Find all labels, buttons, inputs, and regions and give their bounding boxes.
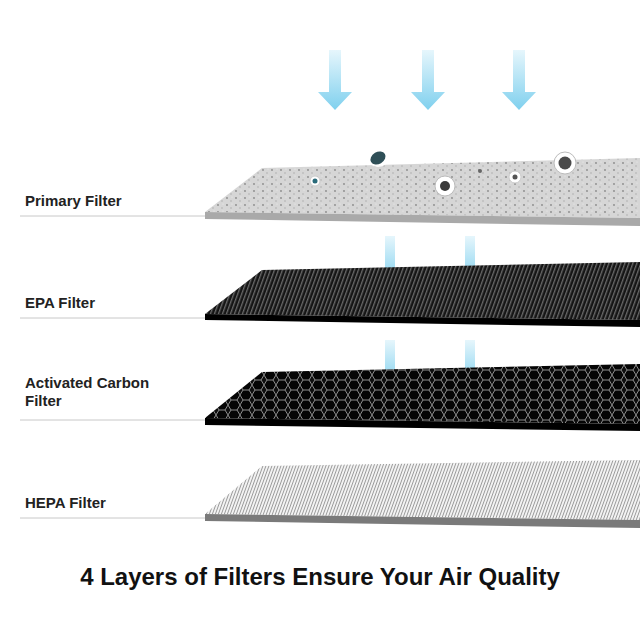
airflow-arrow (318, 50, 536, 110)
layer-label: EPA Filter (25, 294, 175, 312)
layer-label: HEPA Filter (25, 494, 175, 512)
layer-label: Activated Carbon Filter (25, 374, 175, 410)
layer-label: Primary Filter (25, 192, 175, 210)
label-underline (20, 216, 240, 518)
primary-filter-sheet (205, 149, 640, 226)
epa-filter-sheet (205, 262, 640, 327)
hepa-filter-sheet (205, 460, 640, 528)
carbon-filter-sheet (205, 364, 640, 431)
caption: 4 Layers of Filters Ensure Your Air Qual… (0, 562, 640, 592)
